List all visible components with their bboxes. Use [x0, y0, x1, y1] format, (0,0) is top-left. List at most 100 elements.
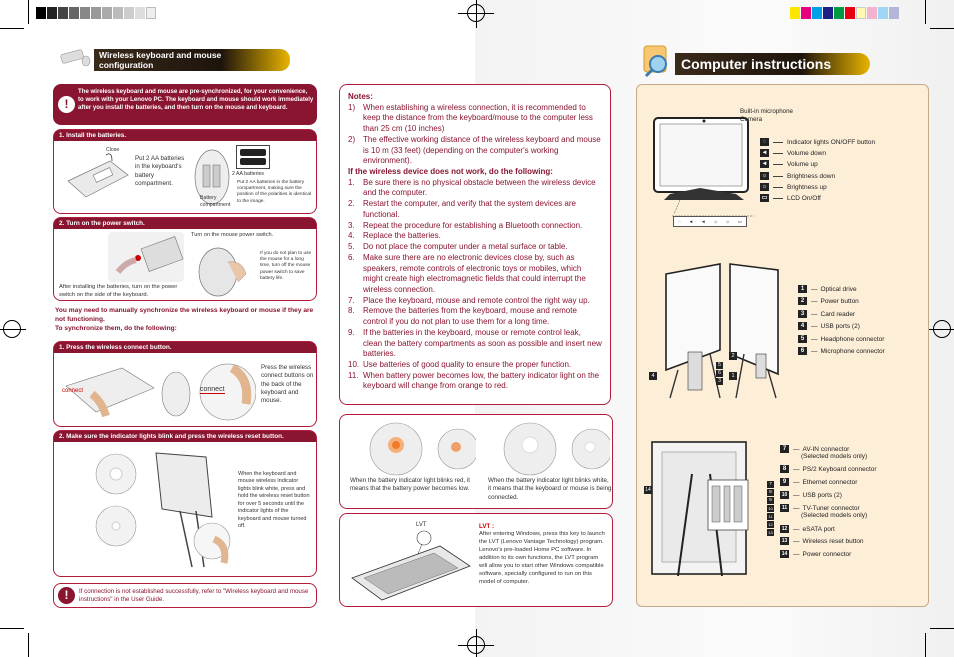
- rear-view-illustration: [648, 434, 778, 584]
- bottom-warning-box: ! If connection is not established succe…: [53, 583, 317, 608]
- lcd-icon: ▭: [760, 194, 769, 202]
- computer-reset-illustration: [152, 447, 234, 571]
- callout-13: 13: [767, 529, 774, 536]
- registration-mark: [458, 645, 494, 646]
- color-bar: [135, 7, 145, 19]
- volume-up-icon: ◄: [701, 219, 706, 224]
- connect-button-panel: 1. Press the wireless connect button. co…: [53, 341, 317, 427]
- right-header-bar: Computer instructions: [675, 53, 870, 75]
- notes-box: Notes: 1)When establishing a wireless co…: [339, 84, 611, 405]
- manual-sync-intro: You may need to manually synchronize the…: [55, 307, 317, 333]
- lvt-image-label: LVT: [416, 522, 427, 528]
- bottom-warning-text: If connection is not established success…: [79, 588, 309, 604]
- callout-7: 7: [767, 481, 774, 488]
- color-bar: [889, 7, 899, 19]
- color-bar: [36, 7, 46, 19]
- callout-3: 3: [716, 378, 723, 385]
- front-button-strip: ◌ ◄ ◄ ☼ ☼ ▭: [673, 216, 747, 227]
- crop-mark: [0, 28, 24, 29]
- crop-mark: [925, 0, 926, 24]
- side-legend-item: 3—Card reader: [798, 310, 855, 318]
- white-indicator-illustration: [484, 421, 613, 477]
- color-bar: [58, 7, 68, 19]
- indicator-lights-icon: ◌: [760, 138, 769, 146]
- step-heading: 1. Press the wireless connect button.: [54, 342, 316, 353]
- rear-legend-item: 9—Ethernet connector: [780, 478, 857, 486]
- mouse-switch-text: If you do not plan to use the mouse for …: [260, 251, 312, 281]
- mouse-battery-text: Put 2 AA batteries in the battery compar…: [237, 180, 312, 204]
- callout-9: 9: [767, 497, 774, 504]
- side-legend-item: 5—Headphone connector: [798, 335, 884, 343]
- step-heading: 1. Install the batteries.: [54, 130, 316, 141]
- rear-legend-item: 11—TV-Tuner connector (Selected models o…: [780, 504, 868, 519]
- trouble-step: 10.Use batteries of good quality to ensu…: [348, 359, 572, 369]
- trouble-step: 5.Do not place the computer under a meta…: [348, 242, 568, 252]
- color-bar: [801, 7, 811, 19]
- color-bar: [124, 7, 134, 19]
- red-indicator-illustration: [350, 421, 479, 477]
- manual-sync-line-1: You may need to manually synchronize the…: [55, 307, 314, 323]
- color-bar: [856, 7, 866, 19]
- trouble-step: 8.Remove the batteries from the keyboard…: [348, 306, 577, 327]
- rear-legend-item: 8—PS/2 Keyboard connector: [780, 465, 877, 473]
- notes-title: Notes:: [348, 92, 373, 101]
- battery-compartment-label: Battery compartment: [200, 195, 231, 208]
- trouble-step: 1.Be sure there is no physical obstacle …: [348, 177, 596, 198]
- page-title: Computer instructions: [681, 56, 832, 72]
- color-bar: [812, 7, 822, 19]
- aa-batteries-illustration: [236, 145, 270, 169]
- color-bar: [47, 7, 57, 19]
- warning-icon: !: [58, 96, 75, 113]
- color-bar: [823, 7, 833, 19]
- keyboard-switch-text: After installing the batteries, turn on …: [59, 284, 178, 298]
- front-legend-item: ☼Brightness down: [760, 172, 836, 180]
- color-bar: [113, 7, 123, 19]
- power-switch-panel: 2. Turn on the power switch. After insta…: [53, 217, 317, 301]
- registration-mark: [476, 629, 477, 657]
- callout-11: 11: [767, 513, 774, 520]
- lvt-title: LVT :: [479, 523, 495, 530]
- front-legend-item: ◄Volume up: [760, 160, 818, 168]
- trouble-step: 7.Place the keyboard, mouse and remote c…: [348, 295, 590, 305]
- trouble-step: 9.If the batteries in the keyboard, mous…: [348, 327, 602, 359]
- warning-icon: !: [58, 587, 75, 604]
- callout-2: 2: [729, 352, 737, 360]
- callout-1: 1: [729, 372, 737, 380]
- color-bar: [80, 7, 90, 19]
- crop-mark: [28, 0, 29, 24]
- keyboard-mouse-icon: [60, 44, 92, 68]
- aa-batteries-label: 2 AA batteries: [232, 171, 265, 177]
- side-legend-item: 4—USB ports (2): [798, 322, 860, 330]
- computer-instructions-icon: [638, 44, 676, 78]
- close-label: Close: [106, 147, 120, 153]
- registration-mark: [928, 329, 954, 330]
- indicator-lights-icon: ◌: [677, 219, 681, 224]
- front-legend-item: ◄Volume down: [760, 149, 827, 157]
- front-view-illustration: [650, 114, 756, 234]
- crop-mark: [930, 28, 954, 29]
- microphone-label: Built-in microphone: [740, 108, 793, 115]
- color-bar: [878, 7, 888, 19]
- keyboard-indicator-illustration: [94, 453, 138, 495]
- crop-mark: [930, 628, 954, 629]
- front-labels: Built-in microphone Camera: [740, 108, 793, 124]
- callout-4: 4: [649, 372, 657, 380]
- keyboard-switch-illustration: [108, 232, 184, 282]
- lvt-keyboard-illustration: [348, 526, 473, 604]
- callout-12: 12: [767, 521, 774, 528]
- red-indicator-text: When the battery indicator light blinks …: [350, 477, 471, 493]
- connect-label: connect: [62, 388, 84, 394]
- color-bar: [790, 7, 800, 19]
- color-bar: [834, 7, 844, 19]
- page-title: Wireless keyboard and mouse configuratio…: [99, 50, 222, 70]
- volume-up-icon: ◄: [760, 160, 769, 168]
- lcd-icon: ▭: [737, 218, 742, 224]
- mouse-indicator-illustration: [94, 505, 138, 547]
- battery-indicator-panel: When the battery indicator light blinks …: [339, 414, 613, 509]
- brightness-up-icon: ☼: [725, 219, 730, 224]
- lvt-text: After entering Windows, press this key t…: [479, 531, 605, 585]
- mouse-battery-illustration: Battery compartment: [192, 145, 234, 209]
- mouse-connect-illustration: connect: [160, 358, 257, 424]
- step-heading: 2. Turn on the power switch.: [54, 218, 316, 229]
